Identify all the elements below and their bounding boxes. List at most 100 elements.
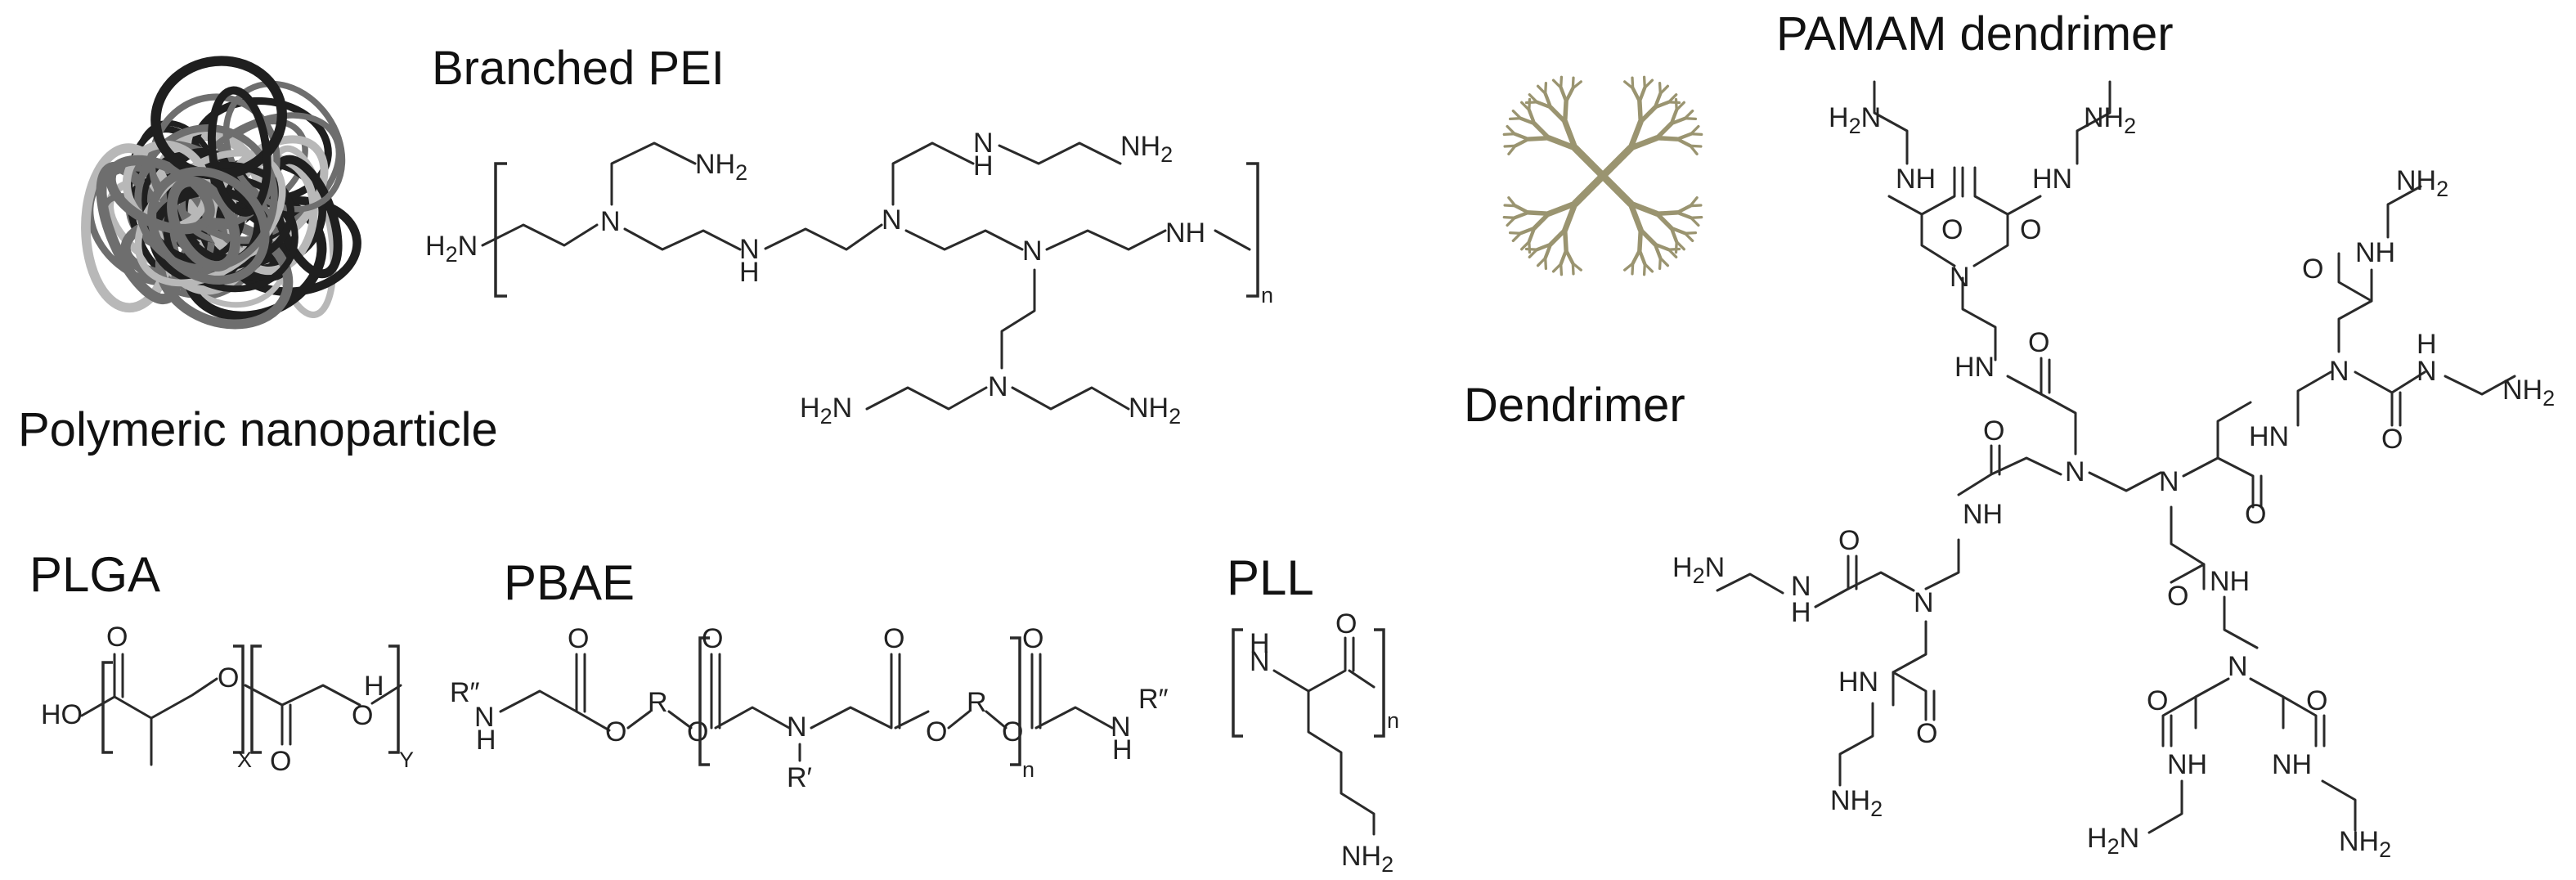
dendrimer-branch — [1571, 144, 1607, 180]
dendrimer-branch — [1653, 242, 1671, 252]
dendrimer-branch — [1669, 116, 1687, 126]
dendrimer-branch — [1506, 124, 1516, 136]
pll-nh-h: H — [1250, 628, 1270, 659]
plga-subscript-y: Y — [399, 748, 414, 772]
plga-o-carbonyl-2: O — [270, 746, 291, 777]
dendrimer-branch — [1654, 211, 1674, 231]
dendrimer-branch — [1507, 196, 1517, 208]
dendrimer-branch — [1675, 210, 1693, 220]
dendrimer-branch — [1524, 247, 1539, 251]
pei-n1: N — [600, 206, 621, 237]
dendrimer-branch — [1690, 132, 1703, 137]
dendrimer-branch — [1653, 92, 1663, 110]
dendrimer-branch — [1543, 242, 1553, 260]
plga-structure: HO O O X O O H Y — [41, 622, 414, 777]
dendrimer-branch — [1631, 76, 1635, 90]
pamam-nh-d1: NH — [2210, 566, 2250, 597]
dendrimer-branch — [1627, 119, 1644, 151]
pei-n2: N — [882, 204, 902, 236]
dendrimer-branch — [1631, 248, 1642, 266]
label-pbae: PBAE — [504, 555, 635, 610]
pamam-o-b-right: O — [2381, 424, 2403, 455]
pamam-h2n-d-left: H2N — [2087, 823, 2139, 859]
pei-nh-1: N — [739, 234, 760, 265]
pei-nh2-branch2: NH2 — [1120, 131, 1173, 167]
dendrimer-branch — [1543, 92, 1553, 110]
pamam-nh2-c-down: NH2 — [1830, 785, 1883, 821]
pll-nh: N — [1250, 646, 1270, 677]
pamam-nh-b-right-h: H — [2417, 329, 2437, 360]
dendrimer-branch — [1548, 105, 1568, 124]
dendrimer-branch — [1638, 227, 1658, 247]
dendrimer-branch — [1631, 86, 1642, 104]
pbae-r-dprime-left: R″ — [450, 677, 480, 708]
pll-subscript-n: n — [1387, 708, 1399, 733]
dendrimer-branch — [1627, 200, 1644, 233]
dendrimer-branch — [1637, 86, 1647, 104]
pamam-nh-d-right: NH — [2272, 749, 2312, 780]
branched-pei-structure: n H2N N N H N N NH NH2 N H NH2 — [425, 128, 1273, 429]
plga-o-ester-1: O — [218, 662, 239, 694]
dendrimer-branch — [1599, 172, 1635, 208]
dendrimer-branch — [1528, 97, 1532, 112]
dendrimer-branch — [1519, 116, 1537, 126]
pamam-n-core-1: N — [2065, 456, 2085, 487]
pamam-nh-a-left: NH — [1896, 164, 1936, 195]
dendrimer-branch — [1571, 80, 1582, 90]
pamam-o-d-left: O — [2147, 685, 2168, 716]
dendrimer-branch — [1546, 135, 1578, 151]
pei-h2n-bottom: H2N — [800, 393, 852, 429]
pamam-nh-b-up: NH — [2355, 237, 2395, 268]
pbae-r-dprime-right: R″ — [1138, 684, 1169, 715]
dendrimer-branch — [1599, 144, 1635, 180]
dendrimer-branch — [1562, 227, 1568, 253]
pamam-o-b-up: O — [2302, 254, 2323, 285]
plga-subscript-x: X — [237, 748, 252, 772]
pamam-nh-d-left: NH — [2167, 749, 2207, 780]
dendrimer-branch — [1520, 240, 1531, 251]
dendrimer-branch — [1627, 135, 1660, 151]
dendrimer-branch — [1689, 204, 1703, 208]
pamam-o-d-right: O — [2306, 685, 2327, 716]
plga-ho: HO — [41, 699, 83, 730]
pamam-n-d: N — [2228, 651, 2248, 682]
label-pamam-dendrimer: PAMAM dendrimer — [1776, 7, 2174, 61]
pbae-o-5: O — [883, 623, 904, 654]
nanoparticle-loop — [147, 166, 270, 285]
pbae-o-8: O — [1022, 623, 1043, 654]
pei-nh2-branch1: NH2 — [695, 149, 747, 185]
dendrimer-branch — [1638, 105, 1658, 124]
pamam-nh-c-left-h: H — [1791, 597, 1811, 628]
pamam-o-b1: O — [2245, 499, 2266, 530]
pamam-nh2-b-up: NH2 — [2396, 165, 2448, 201]
dendrimer-branch — [1667, 248, 1678, 258]
pei-nh-1-h: H — [739, 257, 760, 288]
dendrimer-branch — [1519, 226, 1537, 236]
dendrimer-branch — [1627, 200, 1660, 217]
dendrimer-branch — [1683, 231, 1694, 243]
pamam-h2n-top-left: H2N — [1829, 102, 1881, 138]
dendrimer-branch — [1562, 119, 1578, 151]
pei-subscript-n: n — [1261, 283, 1273, 308]
dendrimer-branch — [1654, 121, 1674, 141]
pamam-nh2-top-right: NH2 — [2084, 102, 2136, 138]
label-plga: PLGA — [29, 547, 161, 602]
dendrimer-branch — [1562, 99, 1568, 124]
dendrimer-branch — [1559, 248, 1568, 266]
label-polymeric-nanoparticle: Polymeric nanoparticle — [18, 403, 498, 456]
label-branched-pei: Branched PEI — [432, 42, 725, 95]
dendrimer-branch — [1535, 100, 1553, 110]
pbae-r-1: R — [648, 687, 668, 718]
pamam-n-core-2: N — [2159, 466, 2179, 497]
dendrimer-branch — [1637, 248, 1647, 266]
dendrimer-branch — [1562, 200, 1578, 233]
pamam-hn-b1: HN — [2249, 421, 2289, 452]
dendrimer-branch — [1654, 135, 1680, 141]
dendrimer-branch — [1653, 100, 1671, 110]
dendrimer-branch — [1669, 226, 1679, 244]
dendrimer-branch — [1513, 132, 1531, 141]
label-pll: PLL — [1227, 550, 1314, 605]
pbae-o-1: O — [568, 623, 589, 654]
pamam-nh2-b-right: NH2 — [2502, 375, 2555, 411]
dendrimer-branch — [1653, 242, 1663, 260]
